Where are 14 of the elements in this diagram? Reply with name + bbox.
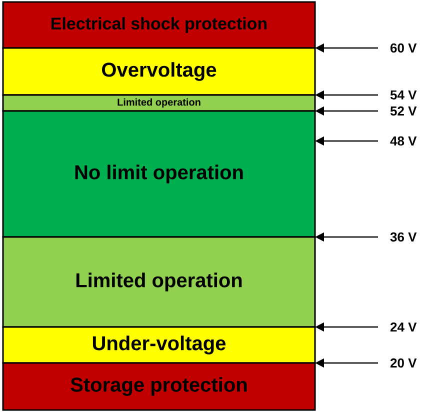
voltage-band: No limit operation [2, 110, 316, 238]
voltage-label: 52 V [390, 106, 417, 116]
voltage-band: Storage protection [2, 362, 316, 411]
voltage-label: 24 V [390, 322, 417, 332]
voltage-band: Electrical shock protection [2, 1, 316, 49]
voltage-band: Limited operation [2, 94, 316, 112]
voltage-band: Under-voltage [2, 326, 316, 364]
voltage-label: 54 V [390, 90, 417, 100]
voltage-band: Overvoltage [2, 47, 316, 96]
voltage-label: 48 V [390, 136, 417, 146]
voltage-label: 20 V [390, 358, 417, 368]
voltage-label: 60 V [390, 43, 417, 53]
voltage-label: 36 V [390, 232, 417, 242]
voltage-band: Limited operation [2, 236, 316, 328]
